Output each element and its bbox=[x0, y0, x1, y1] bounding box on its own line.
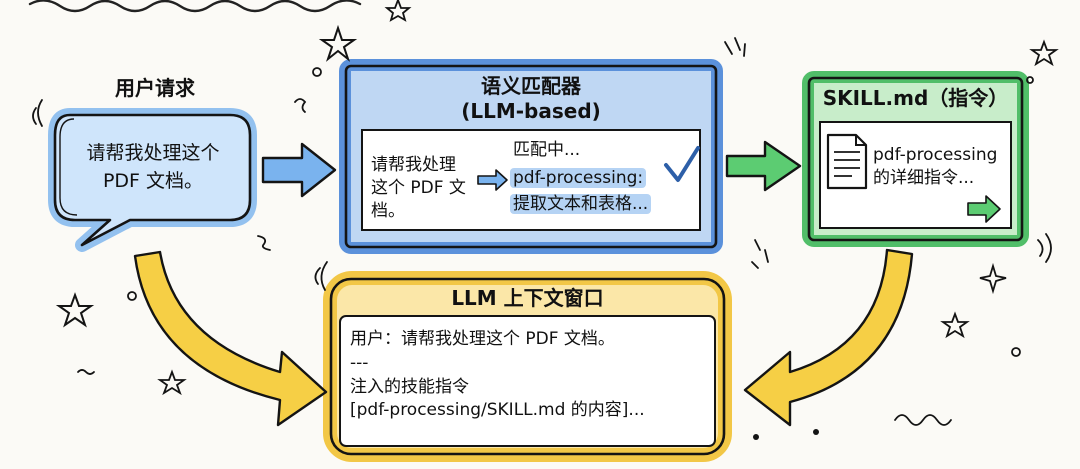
arrow-right-icon bbox=[261, 142, 337, 198]
dot-decoration bbox=[813, 429, 819, 435]
star-icon bbox=[55, 292, 95, 328]
bubble-line: 请帮我处理这个 bbox=[86, 142, 220, 164]
skill-body-line1: pdf-processing bbox=[873, 145, 998, 165]
star-icon bbox=[1029, 39, 1059, 67]
speech-bubble-icon bbox=[48, 108, 257, 252]
matcher-result: pdf-processing: 提取文本和表格... bbox=[510, 166, 690, 217]
dot-decoration bbox=[753, 434, 759, 440]
check-icon bbox=[664, 146, 700, 182]
context-window-title: LLM 上下文窗口 bbox=[451, 286, 604, 310]
arrow-right-icon bbox=[477, 169, 508, 191]
curved-arrow-left bbox=[133, 250, 328, 427]
matcher-status: 匹配中... bbox=[513, 140, 581, 160]
matcher-result-line2: 提取文本和表格... bbox=[510, 193, 652, 214]
matcher-title: 语义匹配器 (LLM-based) bbox=[346, 74, 716, 124]
context-line: 用户：请帮我处理这个 PDF 文档。 bbox=[350, 329, 615, 349]
matcher-input-line: 这个 PDF 文 bbox=[371, 177, 466, 198]
doodle-decoration bbox=[32, 37, 1052, 426]
matcher-input-line: 档。 bbox=[371, 200, 405, 221]
document-icon bbox=[826, 133, 868, 190]
user-request-bubble: 请帮我处理这个 PDF 文档。 bbox=[62, 140, 244, 195]
curved-arrow-right bbox=[743, 248, 914, 427]
skill-body-line2: 的详细指令... bbox=[873, 167, 975, 188]
wavy-decoration bbox=[28, 0, 362, 13]
context-window-content: 用户：请帮我处理这个 PDF 文档。 --- 注入的技能指令 [pdf-proc… bbox=[350, 328, 710, 423]
context-line: 注入的技能指令 bbox=[350, 376, 469, 397]
context-line: --- bbox=[350, 352, 369, 373]
skill-title: SKILL.md（指令） bbox=[822, 86, 1009, 110]
bubble-line: PDF 文档。 bbox=[102, 169, 204, 192]
matcher-title-line1: 语义匹配器 bbox=[481, 74, 581, 98]
star-icon bbox=[157, 369, 187, 396]
arrow-right-icon bbox=[967, 195, 1001, 223]
star-icon bbox=[979, 262, 1007, 295]
user-request-title: 用户请求 bbox=[115, 76, 195, 100]
skill-body: pdf-processing 的详细指令... bbox=[873, 144, 1013, 190]
context-window-box bbox=[323, 271, 732, 462]
matcher-result-line1: pdf-processing: bbox=[510, 168, 647, 188]
matcher-title-line2: (LLM-based) bbox=[461, 99, 601, 123]
star-icon bbox=[940, 311, 970, 339]
matcher-input-line: 请帮我处理 bbox=[371, 155, 456, 175]
arrow-right-icon bbox=[725, 140, 802, 192]
context-line: [pdf-processing/SKILL.md 的内容]... bbox=[350, 400, 645, 421]
star-icon bbox=[318, 24, 358, 62]
star-icon bbox=[384, 0, 412, 22]
matcher-input: 请帮我处理 这个 PDF 文 档。 bbox=[371, 154, 481, 223]
